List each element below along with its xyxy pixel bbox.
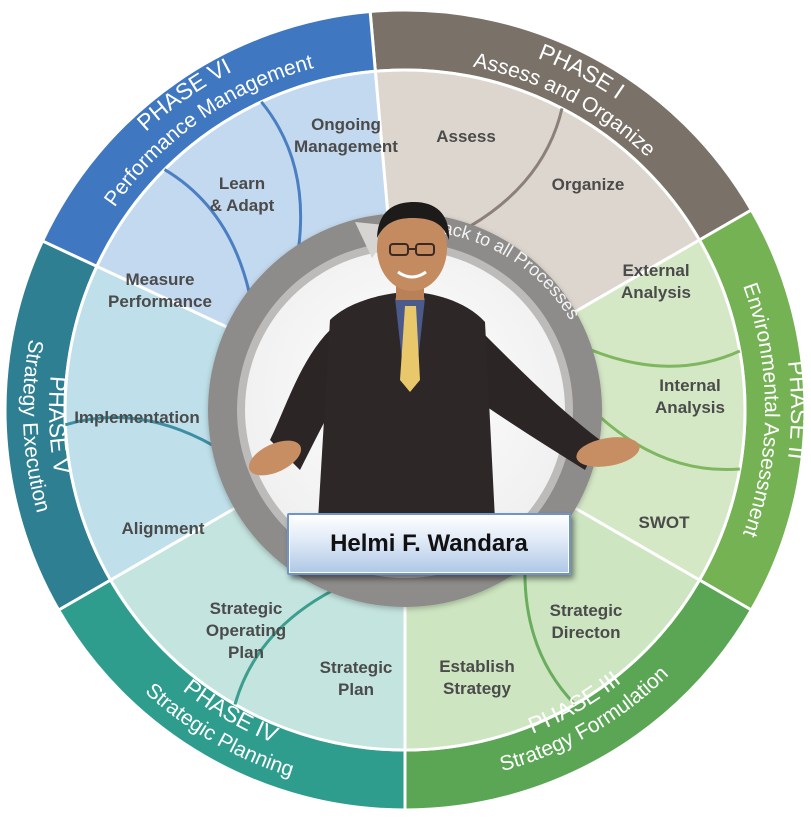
person-photo	[248, 202, 640, 520]
person-name: Helmi F. Wandara	[330, 530, 528, 557]
step-label: Assess	[436, 127, 496, 146]
step-divider	[64, 415, 214, 447]
step-divider	[469, 108, 564, 228]
name-plate: Helmi F. Wandara	[287, 513, 571, 575]
step-label: SWOT	[639, 513, 691, 532]
step-label: Alignment	[121, 519, 204, 538]
step-label: Organize	[552, 175, 625, 194]
step-divider	[260, 100, 303, 247]
step-divider	[233, 589, 333, 705]
step-divider	[523, 563, 577, 706]
phase-2-title: PHASE II	[783, 359, 811, 461]
step-divider	[589, 348, 741, 368]
step-label: Implementation	[74, 408, 200, 427]
step-divider	[598, 415, 740, 472]
phase-bands	[3, 8, 807, 812]
step-divider	[163, 168, 251, 293]
step-label: Learn& Adapt	[210, 174, 275, 215]
